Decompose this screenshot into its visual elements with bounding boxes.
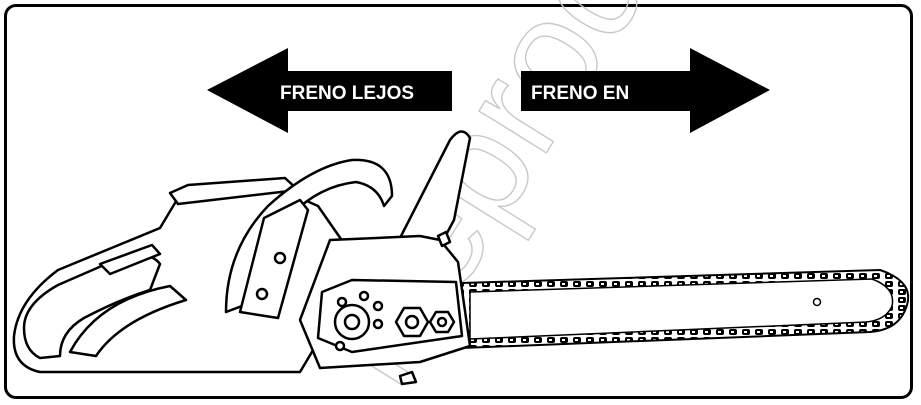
bar-tip-hole (812, 297, 822, 307)
chainsaw-body (12, 130, 472, 386)
brake-on-label: FRENO EN (531, 83, 629, 104)
guide-bar (461, 268, 910, 350)
brake-off-arrow: FRENO LEJOS (207, 48, 452, 133)
brake-on-arrow: FRENO EN (521, 48, 770, 133)
brake-off-label: FRENO LEJOS (280, 83, 414, 104)
